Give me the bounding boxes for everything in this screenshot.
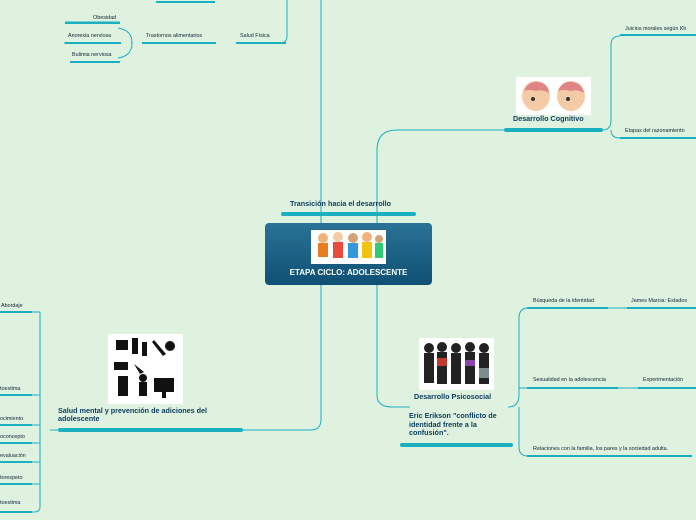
autoestima-topic-2[interactable]: toestima [0,500,21,506]
conocimiento-topic[interactable]: ocimiento [0,416,24,422]
autoconcepto-topic[interactable]: oconcepto [0,434,25,440]
abordaje-topic[interactable]: Abordaje [1,303,23,309]
anorexia-topic[interactable]: Anorexia nerviosa [68,33,112,39]
central-title: ETAPA CICLO: ADOLESCENTE [289,268,408,277]
sexualidad-topic[interactable]: Sexualidad en la adolescencia [533,377,606,383]
group-of-teenagers-icon [311,230,386,264]
etapas-topic[interactable]: Etapas del razonamiento [625,128,685,134]
transition-topic[interactable]: Transición hacia el desarrollo [290,199,392,208]
autoestima-topic-1[interactable]: toestima [0,386,21,392]
two-heads-with-brains-icon [516,77,591,115]
cognitivo-topic[interactable]: Desarrollo Cognitivo [513,114,584,123]
psicosocial-topic[interactable]: Desarrollo Psicosocial [414,392,492,401]
marcia-topic[interactable]: James Marcia: Estados [631,298,688,304]
salud-mental-topic[interactable]: Salud mental y prevención de adiciones d… [58,406,207,424]
obesidad-topic[interactable]: Obesidad [93,15,117,21]
busqueda-topic[interactable]: Búsqueda de la identidad [533,298,594,304]
relaciones-topic[interactable]: Relaciones con la familia, los pares y l… [533,446,669,452]
salud-fisica-topic[interactable]: Salud Física [240,33,270,39]
juicios-topic[interactable]: Juicios morales según Kh [625,26,687,32]
group-of-youths-icon [419,338,494,390]
autoevaluacion-topic[interactable]: evaluación [0,453,26,459]
experimentacion-topic[interactable]: Experimentación [643,377,684,383]
bulimia-topic[interactable]: Bulimia nerviosa [72,52,112,58]
autorespeto-topic[interactable]: torespeto [0,475,23,481]
addictions-silhouettes-icon [108,334,183,404]
trastornos-topic[interactable]: Trastornos alimentarios [146,33,203,39]
erikson-topic[interactable]: Eric Erikson "conflicto de identidad fre… [409,411,497,438]
central-node[interactable]: ETAPA CICLO: ADOLESCENTE [265,223,432,285]
